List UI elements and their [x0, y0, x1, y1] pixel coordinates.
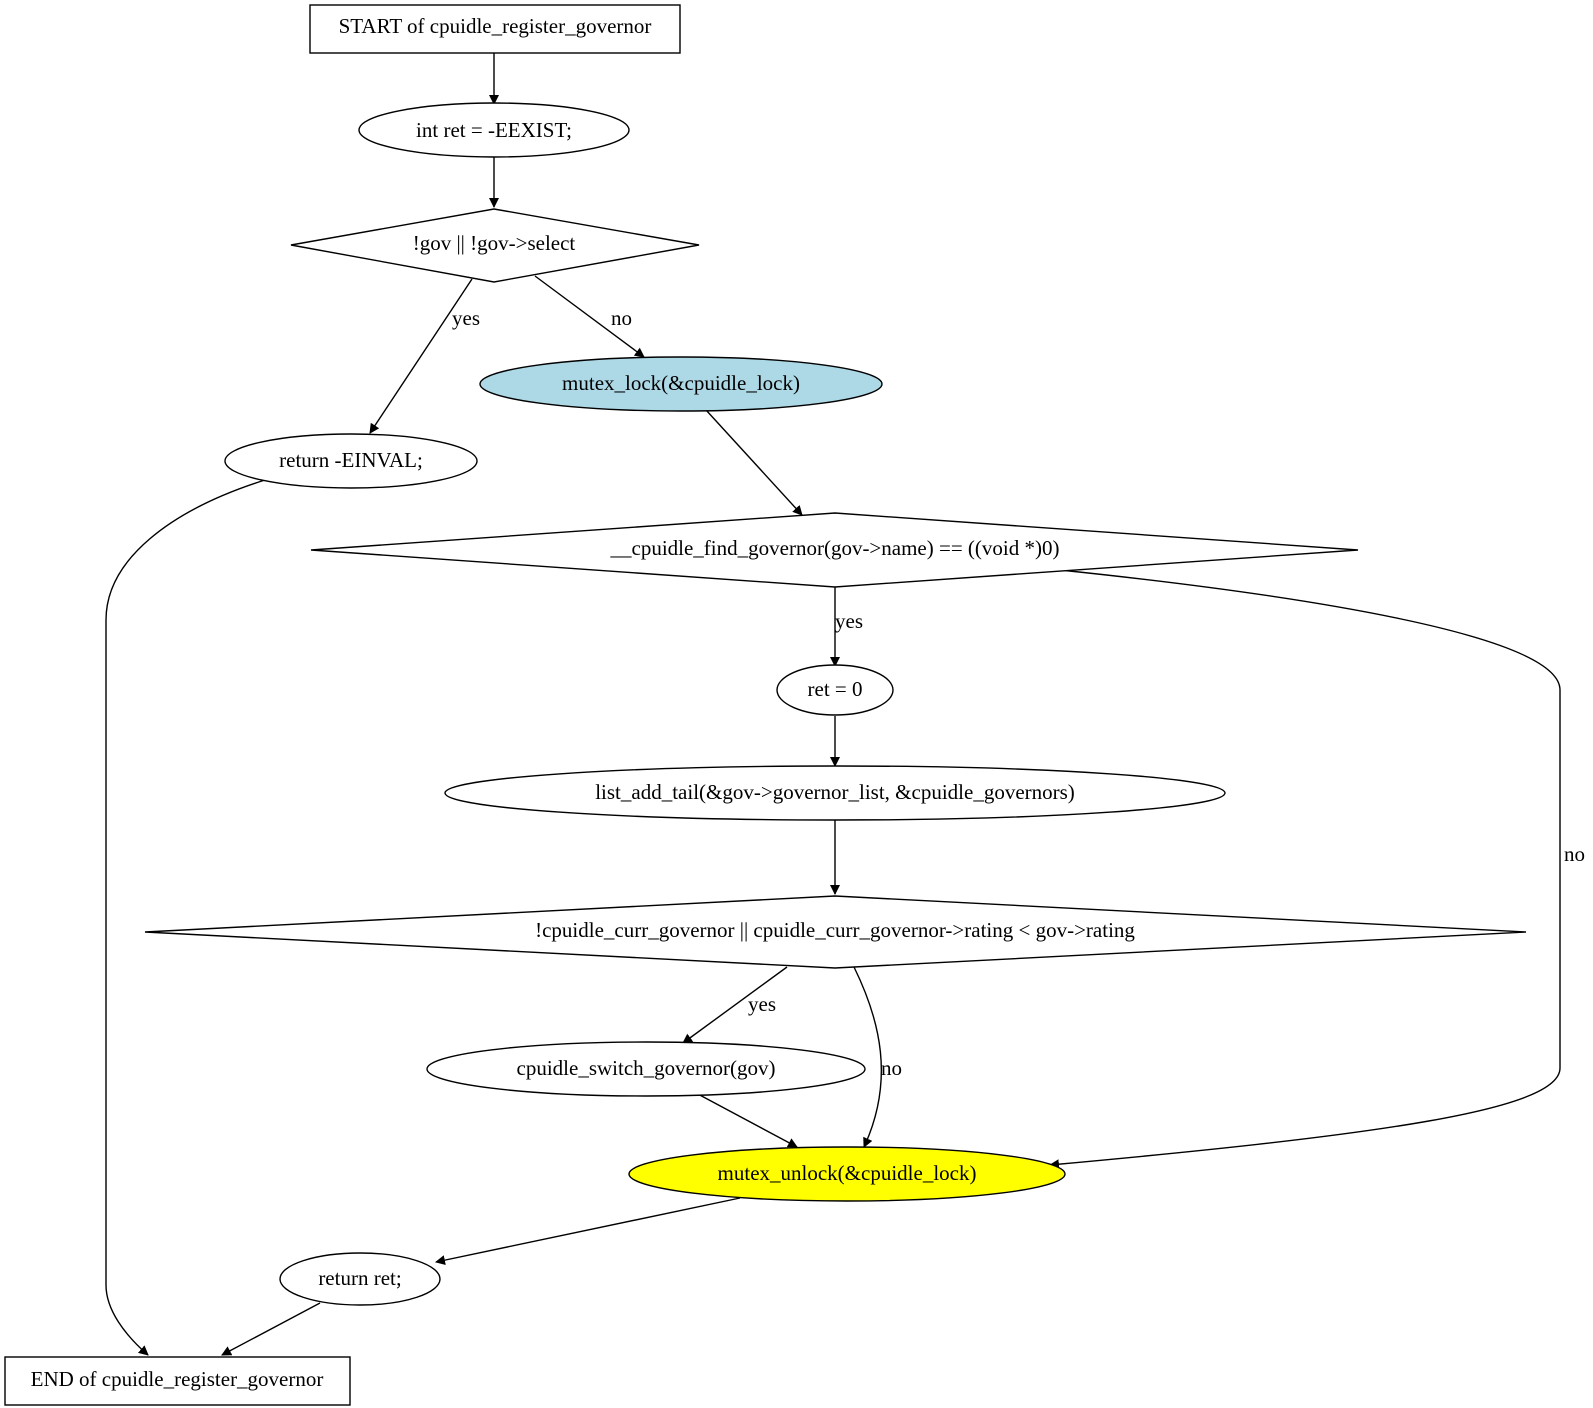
node-mutex-unlock: mutex_unlock(&cpuidle_lock) — [628, 1146, 1066, 1202]
node-switch-governor-label: cpuidle_switch_governor(gov) — [517, 1056, 776, 1080]
node-return-ret-label: return ret; — [318, 1266, 401, 1290]
edges — [105, 52, 1561, 1356]
nodes: START of cpuidle_register_governor int r… — [4, 4, 1527, 1406]
edge-label-rating-yes: yes — [748, 992, 776, 1016]
edge-find-no — [1049, 569, 1561, 1170]
node-switch-governor: cpuidle_switch_governor(gov) — [426, 1041, 866, 1097]
edge-check-yes — [369, 278, 473, 434]
node-end-label: END of cpuidle_register_governor — [31, 1367, 324, 1391]
edge-switch-to-unlock — [695, 1092, 798, 1148]
node-mutex-lock-label: mutex_lock(&cpuidle_lock) — [562, 371, 800, 395]
node-find-governor-label: __cpuidle_find_governor(gov->name) == ((… — [610, 536, 1060, 560]
node-return-einval-label: return -EINVAL; — [279, 448, 423, 472]
edge-label-find-no: no — [1564, 842, 1585, 866]
node-ret-zero: ret = 0 — [776, 664, 894, 716]
node-list-add-label: list_add_tail(&gov->governor_list, &cpui… — [595, 780, 1075, 804]
edge-rating-yes — [682, 966, 788, 1044]
node-return-einval: return -EINVAL; — [224, 433, 478, 489]
edge-label-rating-no: no — [881, 1056, 902, 1080]
edge-einval-to-end — [105, 479, 266, 1356]
node-find-governor: __cpuidle_find_governor(gov->name) == ((… — [310, 512, 1359, 588]
node-start: START of cpuidle_register_governor — [309, 4, 681, 54]
node-start-label: START of cpuidle_register_governor — [339, 14, 652, 38]
node-init-ret-label: int ret = -EEXIST; — [416, 118, 572, 142]
edge-check-no — [534, 275, 645, 358]
mutex-lock-shape — [479, 356, 883, 412]
node-check-gov-label: !gov || !gov->select — [413, 231, 576, 255]
node-ret-zero-label: ret = 0 — [808, 677, 863, 701]
node-check-rating-label: !cpuidle_curr_governor || cpuidle_curr_g… — [535, 918, 1135, 942]
mutex-unlock-shape — [628, 1146, 1066, 1202]
node-mutex-unlock-label: mutex_unlock(&cpuidle_lock) — [718, 1161, 977, 1185]
node-list-add: list_add_tail(&gov->governor_list, &cpui… — [444, 765, 1226, 821]
edge-lock-to-find — [705, 409, 803, 516]
edge-labels: yes no yes no yes no — [452, 306, 1585, 1080]
edge-return-to-end — [221, 1302, 321, 1356]
edge-label-check-yes: yes — [452, 306, 480, 330]
node-mutex-lock: mutex_lock(&cpuidle_lock) — [479, 356, 883, 412]
node-end: END of cpuidle_register_governor — [4, 1356, 351, 1406]
node-init-ret: int ret = -EEXIST; — [358, 102, 630, 158]
edge-unlock-to-return — [435, 1197, 741, 1266]
edge-label-find-yes: yes — [835, 609, 863, 633]
edge-rating-no — [853, 966, 882, 1148]
node-return-ret: return ret; — [279, 1252, 441, 1306]
node-check-gov: !gov || !gov->select — [290, 208, 700, 283]
edge-label-check-no: no — [611, 306, 632, 330]
node-check-rating: !cpuidle_curr_governor || cpuidle_curr_g… — [144, 895, 1527, 969]
